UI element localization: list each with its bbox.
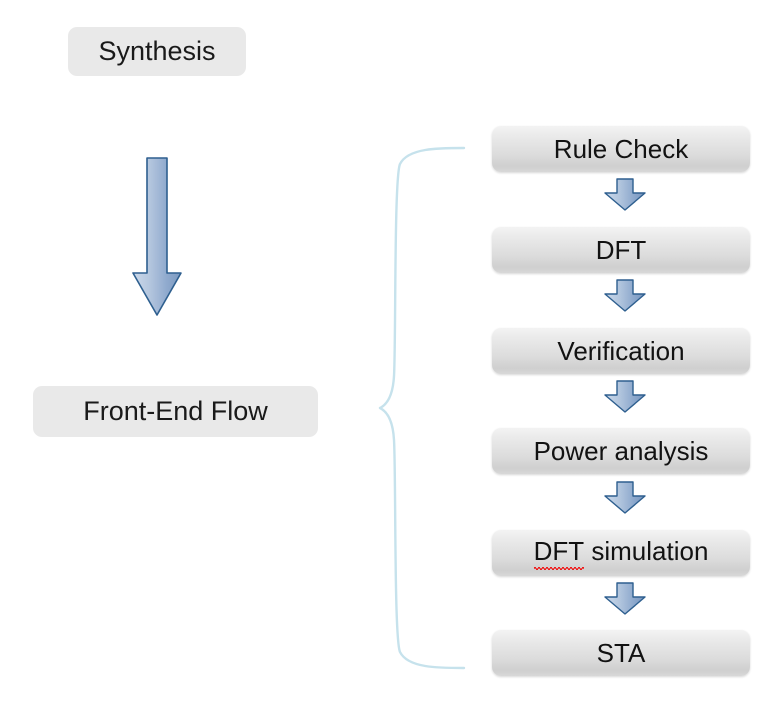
process-box-dft[interactable]: DFT (492, 227, 750, 273)
connector-down-arrow-icon-2 (604, 279, 646, 312)
misspelled-word: DFT (533, 536, 585, 570)
process-box-dft-simulation[interactable]: DFT simulation (492, 530, 750, 576)
connector-down-arrow-icon-1 (604, 178, 646, 211)
connector-down-arrow-icon-4 (604, 481, 646, 514)
process-label: STA (596, 637, 646, 668)
process-label: Power analysis (533, 435, 709, 466)
process-box-rule-check[interactable]: Rule Check (492, 126, 750, 172)
process-label: Verification (557, 335, 685, 366)
connector-down-arrow-icon-3 (604, 380, 646, 413)
front-end-flow-label: Front-End Flow (83, 396, 268, 426)
left-curly-brace-icon (378, 146, 466, 670)
front-end-flow-label-box: Front-End Flow (33, 386, 318, 437)
process-label-rest: simulation (584, 536, 709, 566)
synthesis-label: Synthesis (98, 36, 216, 66)
synthesis-label-box: Synthesis (68, 27, 246, 76)
process-box-verification[interactable]: Verification (492, 328, 750, 374)
connector-down-arrow-icon-5 (604, 582, 646, 615)
process-box-sta[interactable]: STA (492, 630, 750, 676)
process-label: DFT simulation (533, 536, 709, 570)
process-label: Rule Check (553, 133, 689, 164)
big-down-arrow-icon (132, 157, 182, 316)
process-box-power-analysis[interactable]: Power analysis (492, 428, 750, 474)
process-label: DFT (595, 234, 647, 265)
